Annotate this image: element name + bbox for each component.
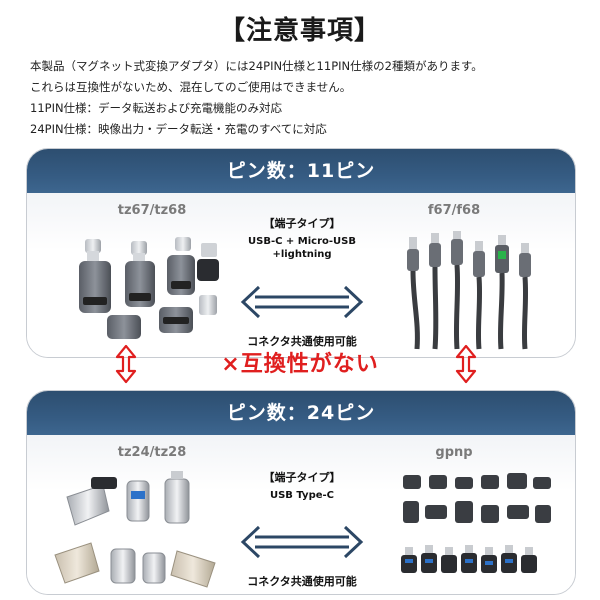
panel-header-11pin: ピン数：11ピン [27,149,575,193]
terminal-type-block: 【端子タイプ】 USB Type-C [222,469,382,502]
intro-line: 24PIN仕様：映像出力・データ転送・充電のすべてに対応 [30,122,327,136]
model-label-right: f67/f68 [427,203,481,218]
model-label-left: tz24/tz28 [117,445,187,460]
terminal-type-title: 【端子タイプ】 [263,471,341,484]
model-label-left: tz67/tz68 [117,203,187,218]
intro-line: 11PIN仕様：データ転送および充電機能のみ対応 [30,101,283,115]
panel-header-24pin: ピン数：24ピン [27,391,575,435]
panel-24pin: ピン数：24ピン tz24/tz28 gpnp [26,390,576,595]
terminal-type-title: 【端子タイプ】 [263,217,341,230]
incompatible-row: ×互換性がない [0,340,600,390]
page-title: 【注意事項】 [218,16,381,46]
compatible-label: コネクタ共通使用可能 [247,335,357,348]
panel-body-11pin: tz67/tz68 f67/f68 [27,193,575,357]
bidirectional-arrow-icon [240,285,364,319]
intro-text: 本製品（マグネット式変換アダプタ）には24PIN仕様と11PIN仕様の2種類があ… [30,56,590,140]
vertical-arrow-icon [455,344,477,384]
adapter-set-product-image [401,473,551,573]
vertical-arrow-icon [115,344,137,384]
panel-body-24pin: tz24/tz28 gpnp 【端子タイプ】 [27,435,575,594]
adapter-product-image [54,471,216,588]
terminal-type-block: 【端子タイプ】 USB-C + Micro-USB +lightning [222,215,382,261]
adapter-product-image [79,237,219,339]
compatible-label: コネクタ共通使用可能 [247,575,357,588]
cable-product-image [407,231,531,350]
incompatible-warning: ×互換性がない [221,352,379,377]
terminal-type-line: +lightning [272,249,332,260]
intro-line: 本製品（マグネット式変換アダプタ）には24PIN仕様と11PIN仕様の2種類があ… [30,59,483,73]
bidirectional-arrow-icon [240,525,364,559]
terminal-type-line: USB-C + Micro-USB [248,236,356,247]
panel-11pin: ピン数：11ピン tz67/tz68 f67/f68 [26,148,576,358]
intro-line: これらは互換性がないため、混在してのご使用はできません。 [30,80,352,94]
model-label-right: gpnp [435,445,473,460]
terminal-type-line: USB Type-C [269,490,334,501]
